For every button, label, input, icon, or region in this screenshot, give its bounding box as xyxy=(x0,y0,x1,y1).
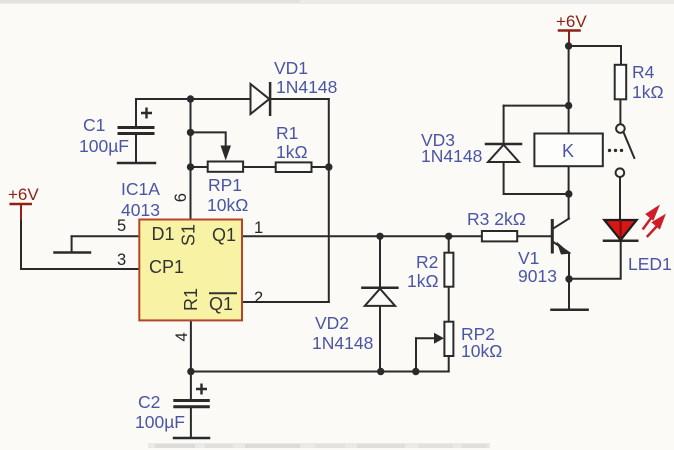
svg-text:+6V: +6V xyxy=(8,185,39,204)
svg-text:VD2: VD2 xyxy=(315,313,349,333)
svg-text:R1: R1 xyxy=(276,123,298,143)
svg-text:Q1: Q1 xyxy=(209,294,233,314)
svg-text:S1: S1 xyxy=(179,224,199,246)
svg-text:3: 3 xyxy=(117,251,126,269)
svg-text:C1: C1 xyxy=(83,115,105,135)
svg-text:RP1: RP1 xyxy=(208,175,242,195)
svg-text:V1: V1 xyxy=(518,248,539,268)
svg-text:1N4148: 1N4148 xyxy=(421,146,482,166)
svg-text:100µF: 100µF xyxy=(79,136,129,156)
svg-text:6: 6 xyxy=(172,193,190,202)
svg-text:2: 2 xyxy=(254,289,263,307)
svg-text:R1: R1 xyxy=(181,288,201,311)
svg-text:R3 2kΩ: R3 2kΩ xyxy=(467,209,526,229)
svg-text:5: 5 xyxy=(117,217,126,235)
svg-text:LED1: LED1 xyxy=(628,254,672,274)
svg-text:4013: 4013 xyxy=(121,200,160,220)
svg-text:10kΩ: 10kΩ xyxy=(207,195,248,215)
svg-text:VD3: VD3 xyxy=(421,130,455,150)
svg-text:IC1A: IC1A xyxy=(121,179,160,199)
svg-text:R2: R2 xyxy=(416,252,438,272)
svg-text:1N4148: 1N4148 xyxy=(276,77,337,97)
svg-text:VD1: VD1 xyxy=(274,58,308,78)
svg-text:D1: D1 xyxy=(152,224,175,244)
svg-text:Q1: Q1 xyxy=(212,225,236,245)
svg-text:+6V: +6V xyxy=(556,12,587,31)
svg-text:1kΩ: 1kΩ xyxy=(276,142,308,162)
svg-text:10kΩ: 10kΩ xyxy=(461,341,502,361)
svg-text:RP2: RP2 xyxy=(461,324,495,344)
svg-text:C2: C2 xyxy=(138,392,160,412)
svg-text:CP1: CP1 xyxy=(149,257,184,277)
svg-text:9013: 9013 xyxy=(518,266,557,286)
svg-text:1N4148: 1N4148 xyxy=(312,333,373,353)
svg-text:K: K xyxy=(562,141,574,161)
svg-text:1kΩ: 1kΩ xyxy=(407,271,439,291)
svg-text:1kΩ: 1kΩ xyxy=(632,82,664,102)
svg-text:1: 1 xyxy=(254,219,263,237)
svg-text:100µF: 100µF xyxy=(135,412,185,432)
svg-text:4: 4 xyxy=(173,332,191,341)
svg-text:R4: R4 xyxy=(632,62,655,82)
